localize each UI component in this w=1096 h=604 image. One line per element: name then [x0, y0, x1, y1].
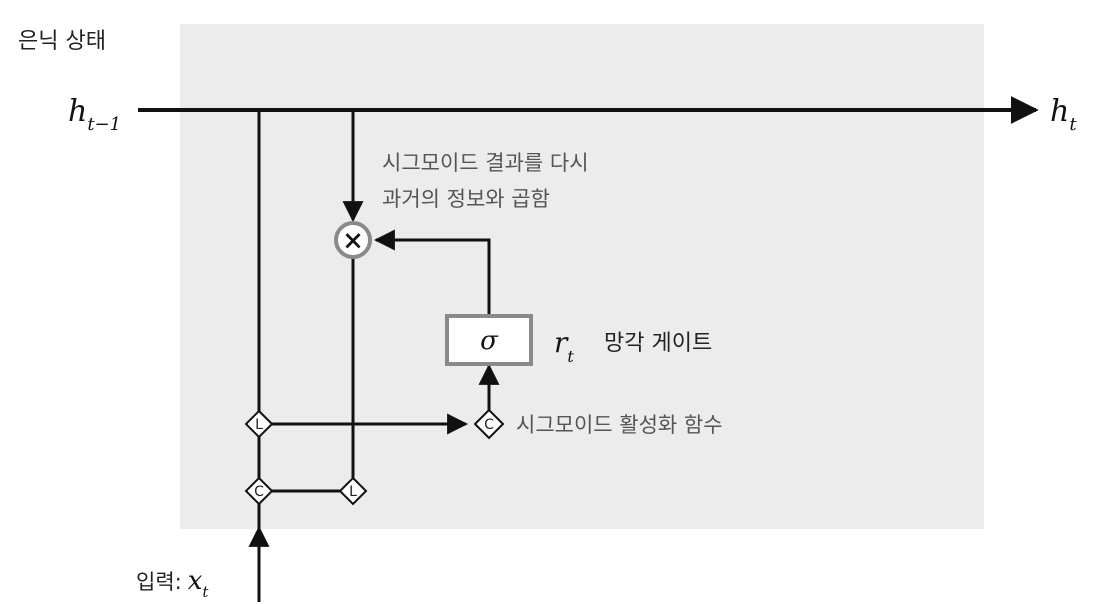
sigmoid-activation-label: 시그모이드 활성화 함수: [516, 413, 723, 437]
svg-text:L: L: [349, 484, 357, 500]
gate-symbol: rt: [554, 326, 574, 366]
multiply-note-line2: 과거의 정보와 곱함: [382, 187, 550, 211]
input-label: 입력:xt: [136, 566, 209, 601]
multiply-icon: ×: [342, 226, 364, 256]
svg-text:L: L: [255, 417, 263, 433]
sigma-label: σ: [480, 326, 499, 356]
c-right-node: C: [473, 408, 505, 440]
c-bottom-node: C: [244, 476, 274, 506]
sigma-to-multiply-line: [373, 229, 491, 316]
forget-gate-label: 망각 게이트: [604, 331, 712, 356]
l-bottom-node: L: [338, 476, 368, 506]
hidden-state-title: 은닉 상태: [18, 29, 106, 54]
svg-text:C: C: [484, 417, 494, 433]
sigma-box: [445, 314, 533, 366]
h-prev-label: ht−1: [68, 94, 121, 135]
background-panel: [180, 24, 984, 529]
l-left-node: L: [244, 409, 274, 439]
multiply-note-line1: 시그모이드 결과를 다시: [382, 151, 589, 175]
svg-text:C: C: [254, 484, 264, 500]
h-next-label: ht: [1050, 94, 1077, 135]
multiply-node: [334, 221, 372, 259]
